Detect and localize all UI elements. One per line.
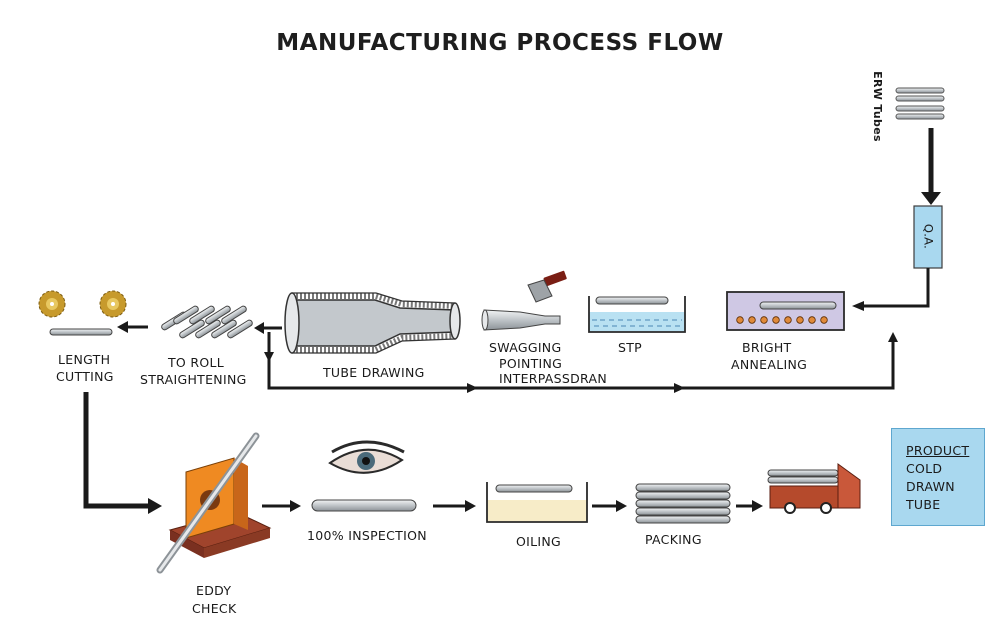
stp-label: STP bbox=[618, 340, 643, 355]
truck-icon bbox=[767, 463, 861, 514]
product-box: PRODUCT COLD DRAWN TUBE bbox=[891, 428, 985, 526]
eye-icon bbox=[328, 440, 405, 474]
arrow-cutting-to-eddy bbox=[83, 392, 162, 514]
cut-tube-icon bbox=[49, 328, 113, 336]
interpass-return-line bbox=[264, 332, 898, 393]
arrow-to-length-cutting bbox=[117, 321, 148, 333]
erw-tubes-label: ERW Tubes bbox=[870, 71, 884, 142]
packing-bundle-icon bbox=[635, 483, 731, 524]
inspection-label: 100% INSPECTION bbox=[307, 528, 427, 543]
tube-drawing-icon bbox=[284, 292, 461, 354]
bright-annealing-label-line1: BRIGHT bbox=[742, 340, 792, 355]
product-line-2: DRAWN bbox=[906, 479, 955, 494]
eddy-check-machine-icon bbox=[156, 432, 272, 574]
qa-label: Q.A. bbox=[921, 223, 936, 250]
arrow-qa-to-annealing bbox=[852, 268, 930, 311]
tube-drawing-label: TUBE DRAWING bbox=[323, 365, 425, 380]
erw-tubes-icon bbox=[895, 87, 945, 120]
saw-blade-icon bbox=[38, 290, 127, 318]
swagging-label-line2: POINTING bbox=[499, 356, 563, 371]
arrow-inspection-to-oiling bbox=[433, 500, 476, 512]
arrow-eddy-to-inspection bbox=[262, 500, 301, 512]
arrow-erw-to-qa bbox=[921, 128, 941, 205]
bright-annealing-label-line2: ANNEALING bbox=[731, 357, 808, 372]
length-cutting-label-line1: LENGTH bbox=[58, 352, 111, 367]
roll-straightening-label-line2: STRAIGHTENING bbox=[140, 372, 247, 387]
annealing-furnace-icon bbox=[726, 291, 845, 331]
hammer-icon bbox=[527, 270, 567, 303]
roll-straightening-label-line1: TO ROLL bbox=[168, 355, 225, 370]
stp-tank-icon bbox=[588, 296, 686, 333]
arrow-to-roll-straightening bbox=[254, 322, 282, 334]
oiling-label: OILING bbox=[516, 534, 562, 549]
arrow-oiling-to-packing bbox=[592, 500, 627, 512]
eddy-check-label-line2: CHECK bbox=[192, 601, 237, 616]
arrow-packing-to-truck bbox=[736, 500, 763, 512]
packing-label: PACKING bbox=[645, 532, 702, 547]
length-cutting-label-line2: CUTTING bbox=[56, 369, 114, 384]
roll-straightening-icon bbox=[161, 305, 253, 339]
product-heading: PRODUCT bbox=[906, 443, 970, 458]
oiling-tank-icon bbox=[486, 482, 588, 523]
inspection-tube-icon bbox=[311, 499, 417, 512]
diagram-title: MANUFACTURING PROCESS FLOW bbox=[276, 30, 724, 56]
swagging-label-line3: INTERPASSDRAN bbox=[499, 371, 608, 386]
product-line-3: TUBE bbox=[906, 497, 941, 512]
swagging-icon bbox=[481, 270, 567, 331]
product-line-1: COLD bbox=[906, 461, 943, 476]
eddy-check-label-line1: EDDY bbox=[196, 583, 232, 598]
swagging-label-line1: SWAGGING bbox=[489, 340, 562, 355]
